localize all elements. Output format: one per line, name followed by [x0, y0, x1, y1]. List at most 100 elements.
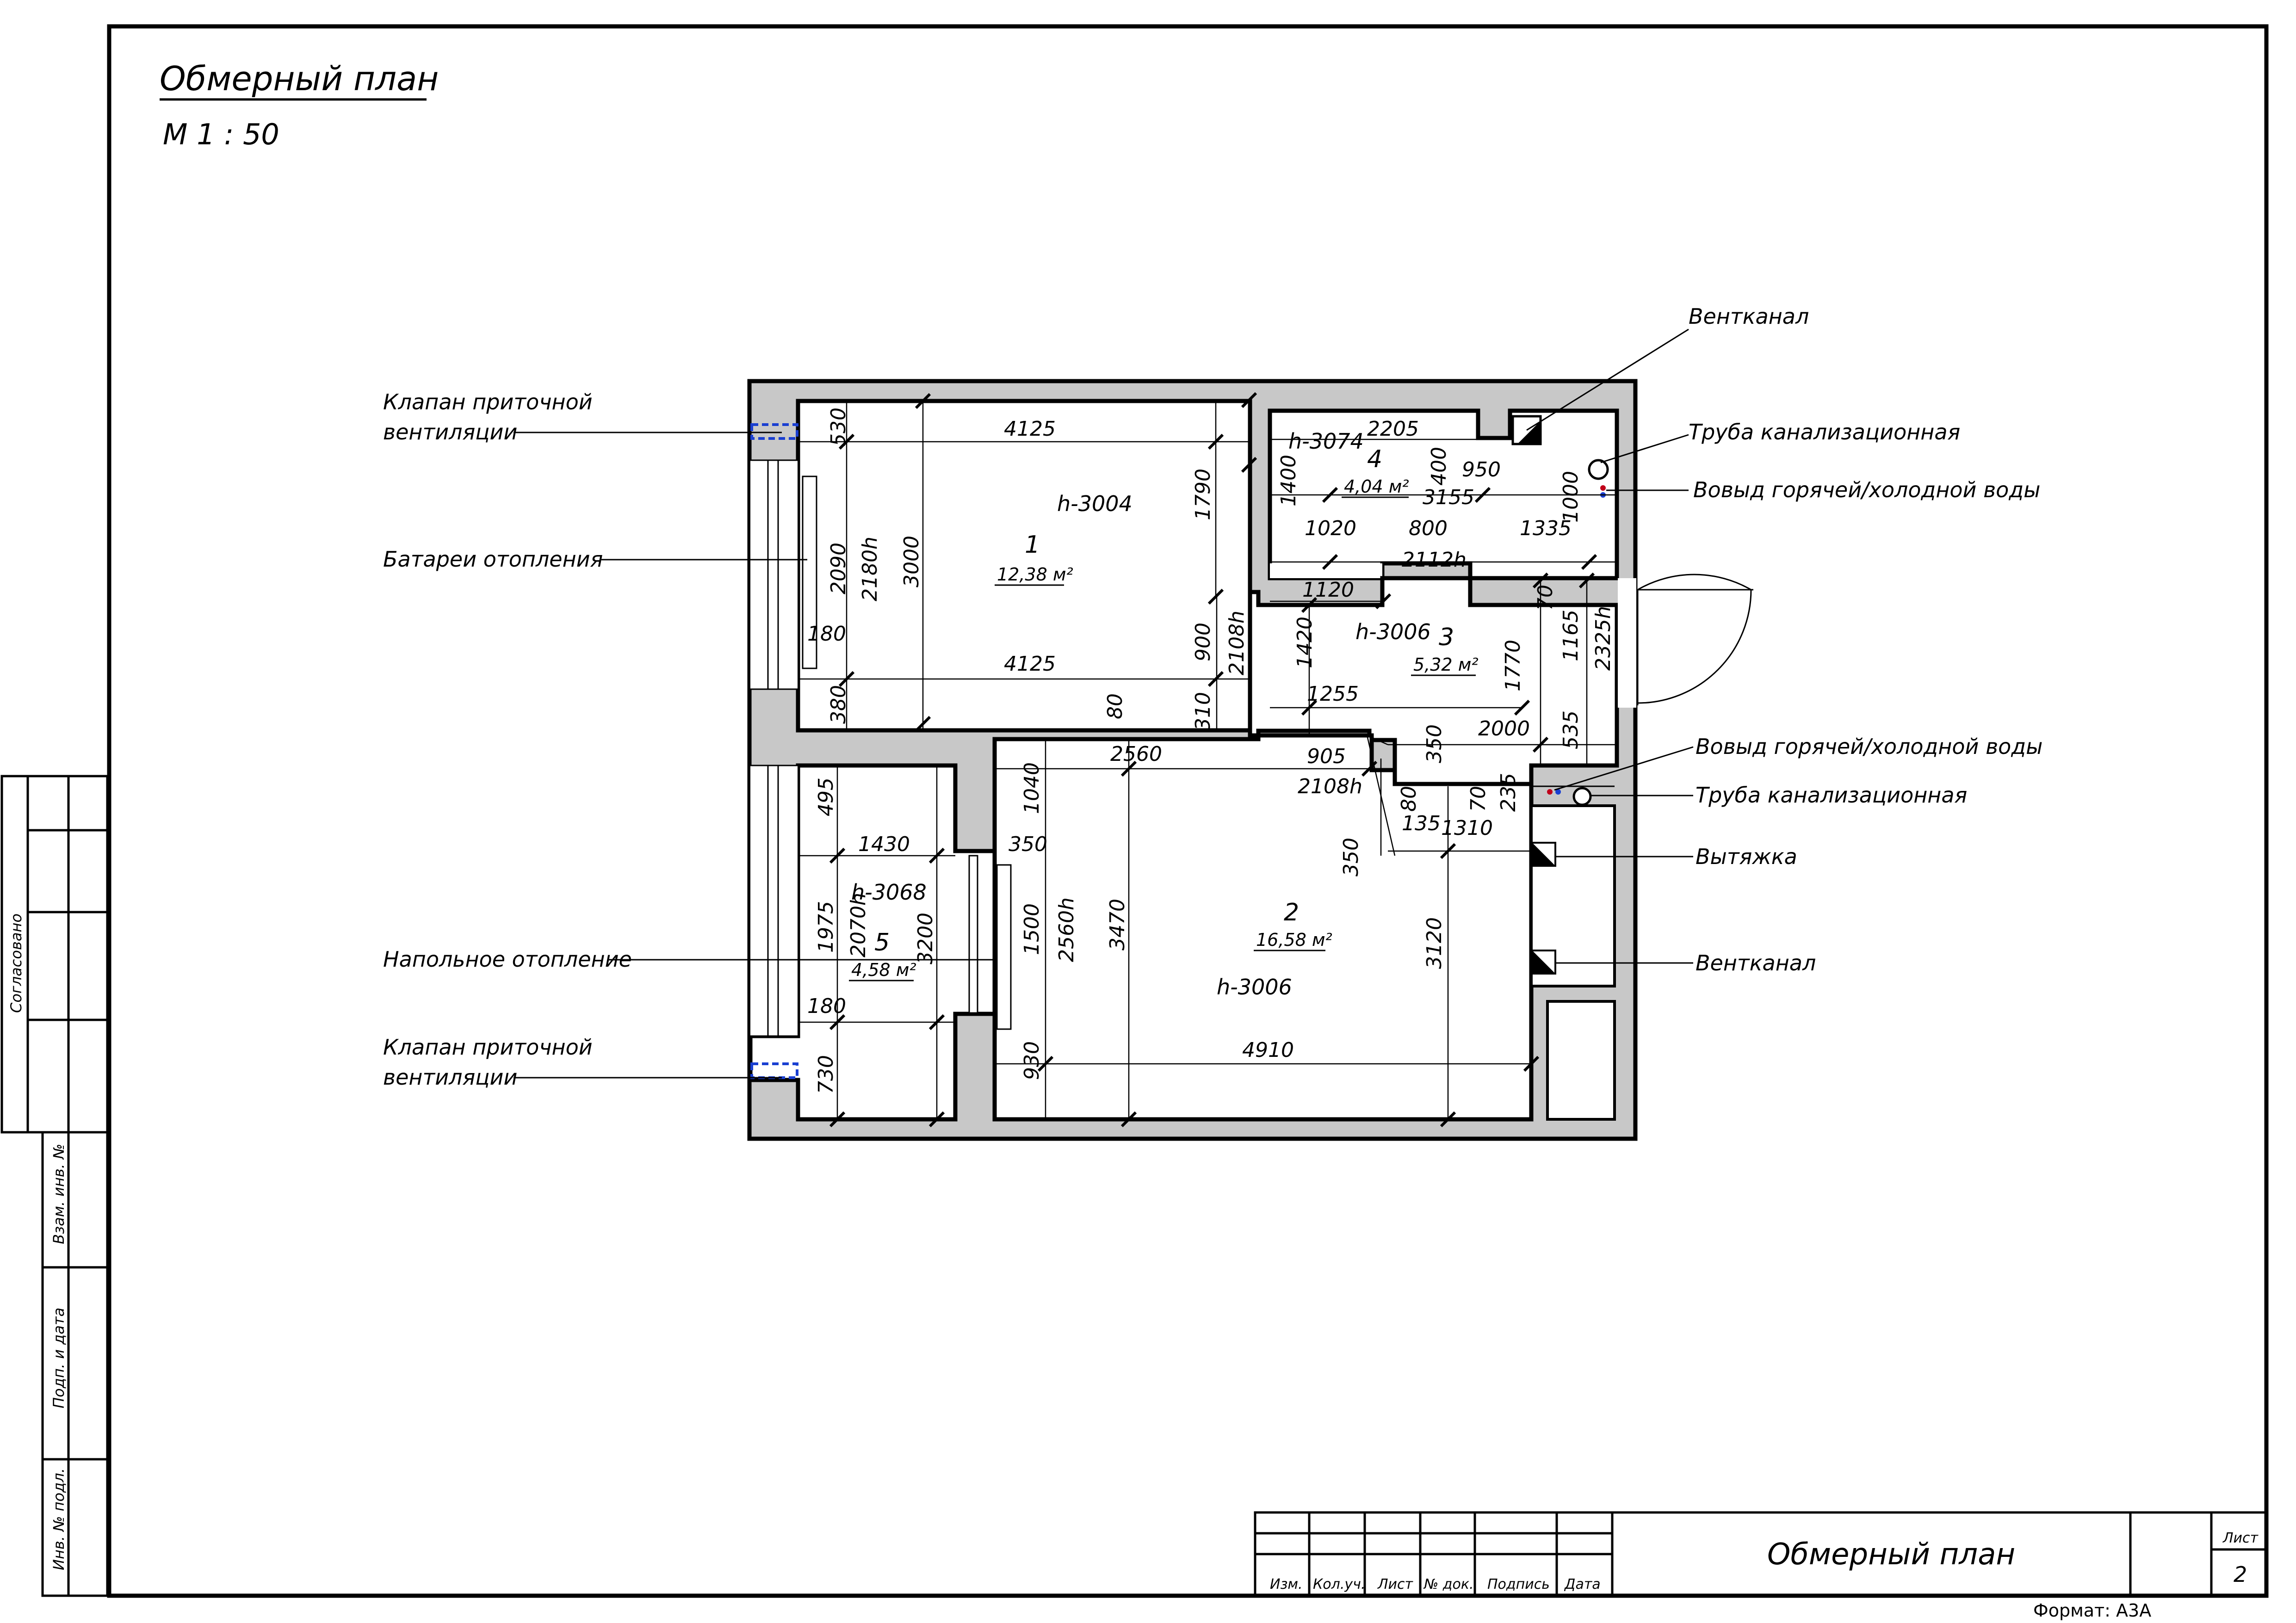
approval-agreed: Согласовано: [7, 913, 25, 1013]
room-2-height: h-3006: [1217, 975, 1292, 1000]
svg-text:2560: 2560: [1110, 742, 1162, 766]
tb-col-list: Лист: [1377, 1576, 1414, 1592]
callout-radiators: Батареи отопления: [383, 547, 603, 572]
svg-text:1165: 1165: [1559, 610, 1583, 661]
svg-text:1020: 1020: [1305, 517, 1356, 540]
callout-water-outlet-bottom: Вовыд горячей/холодной воды: [1696, 734, 2042, 759]
svg-text:495: 495: [814, 778, 838, 816]
vent-shaft-top-fill: [1517, 421, 1541, 444]
callout-vent-valve-bottom-line1: Клапан приточной: [383, 1035, 593, 1060]
callout-vent-valve-top-line1: Клапан приточной: [383, 389, 593, 414]
drawing-scale: М 1 : 50: [163, 117, 279, 151]
svg-text:1335: 1335: [1520, 517, 1572, 540]
room-2-area: 16,58 м²: [1256, 930, 1332, 950]
callout-water-outlet-top: Вовыд горячей/холодной воды: [1693, 477, 2040, 502]
approval-inv-replace: Взам. инв. №: [50, 1144, 68, 1244]
room-1-number: 1: [1025, 531, 1040, 559]
callouts: Клапан приточной вентиляции Батареи отоп…: [383, 304, 2042, 1090]
svg-text:3000: 3000: [900, 536, 923, 587]
svg-text:2000: 2000: [1478, 717, 1530, 741]
svg-text:730: 730: [814, 1055, 838, 1094]
svg-text:70: 70: [1534, 585, 1557, 611]
svg-text:350: 350: [1423, 724, 1446, 763]
svg-text:535: 535: [1559, 710, 1583, 749]
approval-inv-orig: Инв. № подл.: [50, 1468, 68, 1570]
svg-text:3120: 3120: [1423, 917, 1446, 969]
floor-plan: 4125 4125 180 2205 950 3155 1020 800 133…: [747, 379, 1753, 1141]
callout-floor-heating: Напольное отопление: [383, 947, 632, 972]
radiator: [802, 475, 817, 669]
callout-vent-valve-top-line2: вентиляции: [383, 420, 517, 444]
floor-heating: [968, 855, 978, 1014]
window-left-top: [750, 460, 798, 689]
svg-text:2108h: 2108h: [1225, 611, 1249, 675]
dimension-texts-vertical: 530 2090 2180h 3000 380 1790 900 2108h 3…: [814, 407, 1615, 1094]
title-block: Изм. Кол.уч. Лист № док. Подпись Дата Об…: [1254, 1511, 2268, 1597]
room-5-area: 4,58 м²: [851, 960, 916, 980]
room-label-5: h-3068 5 4,58 м²: [849, 880, 927, 981]
callout-sewer-pipe-top: Труба канализационная: [1689, 420, 1960, 444]
room-4-height: h-3074: [1288, 429, 1364, 454]
callout-hood: Вытяжка: [1696, 844, 1797, 869]
sewer-pipe-top: [1588, 459, 1609, 480]
dimension-ticks: [829, 392, 1597, 1128]
room-3-height: h-3006: [1355, 619, 1431, 644]
svg-text:1400: 1400: [1277, 455, 1300, 506]
svg-text:350: 350: [1009, 833, 1047, 856]
vent-shaft-bottom-icon: [1532, 950, 1555, 974]
window-left-bottom: [750, 765, 798, 1036]
vent-valve-top: [750, 423, 798, 440]
callout-vent-channel-top: Вентканал: [1689, 304, 1809, 329]
svg-text:1040: 1040: [1020, 762, 1044, 814]
svg-text:4910: 4910: [1242, 1038, 1294, 1062]
svg-text:900: 900: [1191, 623, 1215, 661]
room-label-4: h-3074 4 4,04 м²: [1288, 429, 1409, 498]
tb-col-doc: № док.: [1423, 1576, 1474, 1592]
dimension-texts: 4125 4125 180 2205 950 3155 1020 800 133…: [807, 417, 1572, 1062]
svg-text:400: 400: [1427, 447, 1451, 486]
svg-text:350: 350: [1339, 838, 1363, 876]
svg-text:3470: 3470: [1106, 899, 1129, 950]
room-3-number: 3: [1439, 623, 1454, 651]
svg-text:1500: 1500: [1020, 903, 1044, 955]
svg-text:135: 135: [1402, 812, 1441, 835]
water-outlet-bottom-icon: [1547, 789, 1553, 795]
room-5-number: 5: [874, 929, 890, 957]
sewer-pipe-bottom: [1572, 787, 1592, 806]
svg-text:180: 180: [807, 622, 846, 646]
svg-text:2325h: 2325h: [1591, 606, 1615, 671]
svg-text:3155: 3155: [1423, 486, 1474, 509]
tb-sheet-number: 2: [2234, 1562, 2247, 1587]
svg-text:310: 310: [1191, 692, 1215, 731]
svg-text:1255: 1255: [1307, 682, 1359, 706]
callout-vent-channel-bottom: Вентканал: [1696, 950, 1816, 975]
water-outlet-top-icon: [1600, 485, 1606, 491]
hood-icon: [1532, 843, 1555, 866]
room-4-number: 4: [1367, 445, 1382, 473]
room-3-area: 5,32 м²: [1413, 654, 1479, 675]
tb-col-sign: Подпись: [1487, 1576, 1550, 1592]
entrance-opening: [1618, 578, 1636, 708]
room-1-height: h-3004: [1057, 491, 1133, 516]
svg-text:4125: 4125: [1004, 417, 1056, 441]
svg-text:2112h: 2112h: [1402, 548, 1467, 572]
svg-text:380: 380: [827, 685, 850, 724]
room-2-number: 2: [1284, 899, 1299, 926]
floor-heating-strip: [996, 864, 1012, 1030]
svg-text:180: 180: [807, 994, 846, 1018]
svg-text:2180h: 2180h: [858, 537, 882, 601]
room-label-3: h-3006 3 5,32 м²: [1355, 619, 1479, 676]
tb-sheet-label: Лист: [2222, 1530, 2259, 1546]
svg-text:2070h: 2070h: [847, 893, 870, 957]
svg-text:1790: 1790: [1191, 469, 1215, 520]
svg-text:950: 950: [1462, 458, 1501, 481]
callout-vent-valve-bottom-line2: вентиляции: [383, 1065, 517, 1090]
approval-sign-date: Подп. и дата: [50, 1308, 68, 1408]
outer-frame: [107, 24, 2269, 1598]
room-label-1: h-3004 1 12,38 м²: [995, 491, 1133, 586]
svg-text:530: 530: [827, 407, 850, 446]
tb-col-date: Дата: [1564, 1576, 1601, 1592]
kitchen-niche: [1546, 1000, 1616, 1121]
tb-drawing-name: Обмерный план: [1767, 1537, 2015, 1572]
